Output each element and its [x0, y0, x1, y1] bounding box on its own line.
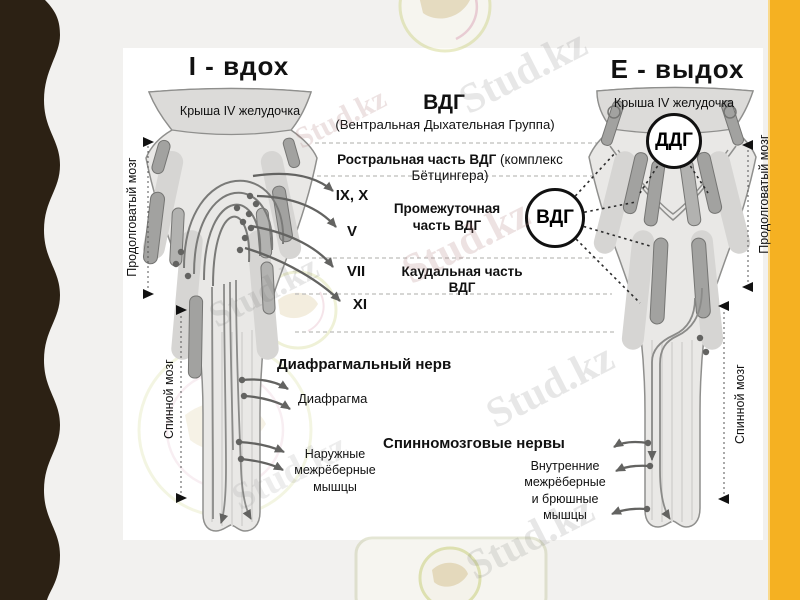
accent-bar	[770, 0, 800, 600]
internal-muscles-label: Внутренние межрёберные и брюшные мышцы	[517, 458, 613, 523]
external-muscles-label: Наружные межрёберные мышцы	[287, 446, 383, 495]
rostral-bold-text: Ростральная часть ВДГ	[337, 152, 497, 167]
intermediate-line1: Промежуточная	[393, 201, 501, 216]
right-spinal-cord-label: Спинной мозг	[732, 364, 747, 445]
accent-bar-edge	[768, 0, 770, 600]
intermediate-section-label: Промежуточная часть ВДГ	[377, 200, 517, 234]
caudal-section-label: Каудальная часть ВДГ	[401, 264, 523, 295]
diaphragm-label: Диафрагма	[298, 391, 368, 406]
external-muscles-line2: межрёберные	[294, 463, 376, 478]
internal-muscles-line4: мышцы	[543, 507, 587, 522]
right-roof-label: Крыша IV желудочка	[613, 96, 735, 110]
internal-muscles-line3: и брюшные	[531, 491, 599, 506]
studkz-logo-watermark	[354, 536, 548, 600]
vdg-circle-badge: ВДГ	[525, 188, 585, 248]
spinal-nerves-label: Спинномозговые нервы	[383, 435, 565, 452]
intermediate-line2: часть ВДГ	[412, 218, 482, 233]
right-title-exhale: E - выдох	[610, 54, 745, 84]
vdg-heading: ВДГ	[423, 91, 465, 114]
phrenic-nerve-label: Диафрагмальный нерв	[277, 356, 452, 373]
vdg-subtitle: (Вентральная Дыхательная Группа)	[335, 117, 555, 132]
external-muscles-line1: Наружные	[304, 447, 366, 461]
rostral-note-text: (комплекс Бётцингера)	[411, 152, 563, 183]
nerve-root-xi: XI	[352, 296, 368, 313]
nerve-root-ix-x: IX, X	[335, 187, 369, 204]
left-roof-label: Крыша IV желудочка	[179, 104, 301, 118]
rostral-section-label: Ростральная часть ВДГ (комплекс Бётцинге…	[309, 152, 591, 183]
ddg-circle-badge: ДДГ	[646, 113, 702, 169]
left-spinal-cord-label: Спинной мозг	[161, 359, 176, 440]
right-medulla-label: Продолговатый мозг	[756, 134, 771, 254]
internal-muscles-line1: Внутренние	[530, 459, 600, 473]
nerve-root-vii: VII	[346, 263, 366, 280]
nerve-root-v: V	[346, 223, 357, 240]
sidebar-wave	[0, 0, 60, 600]
left-title-inhale: I - вдох	[188, 51, 290, 81]
left-medulla-label: Продолговатый мозг	[124, 157, 139, 277]
studkz-logo-watermark	[398, 0, 492, 53]
external-muscles-line3: мышцы	[313, 479, 357, 494]
internal-muscles-line2: межрёберные	[524, 475, 606, 490]
